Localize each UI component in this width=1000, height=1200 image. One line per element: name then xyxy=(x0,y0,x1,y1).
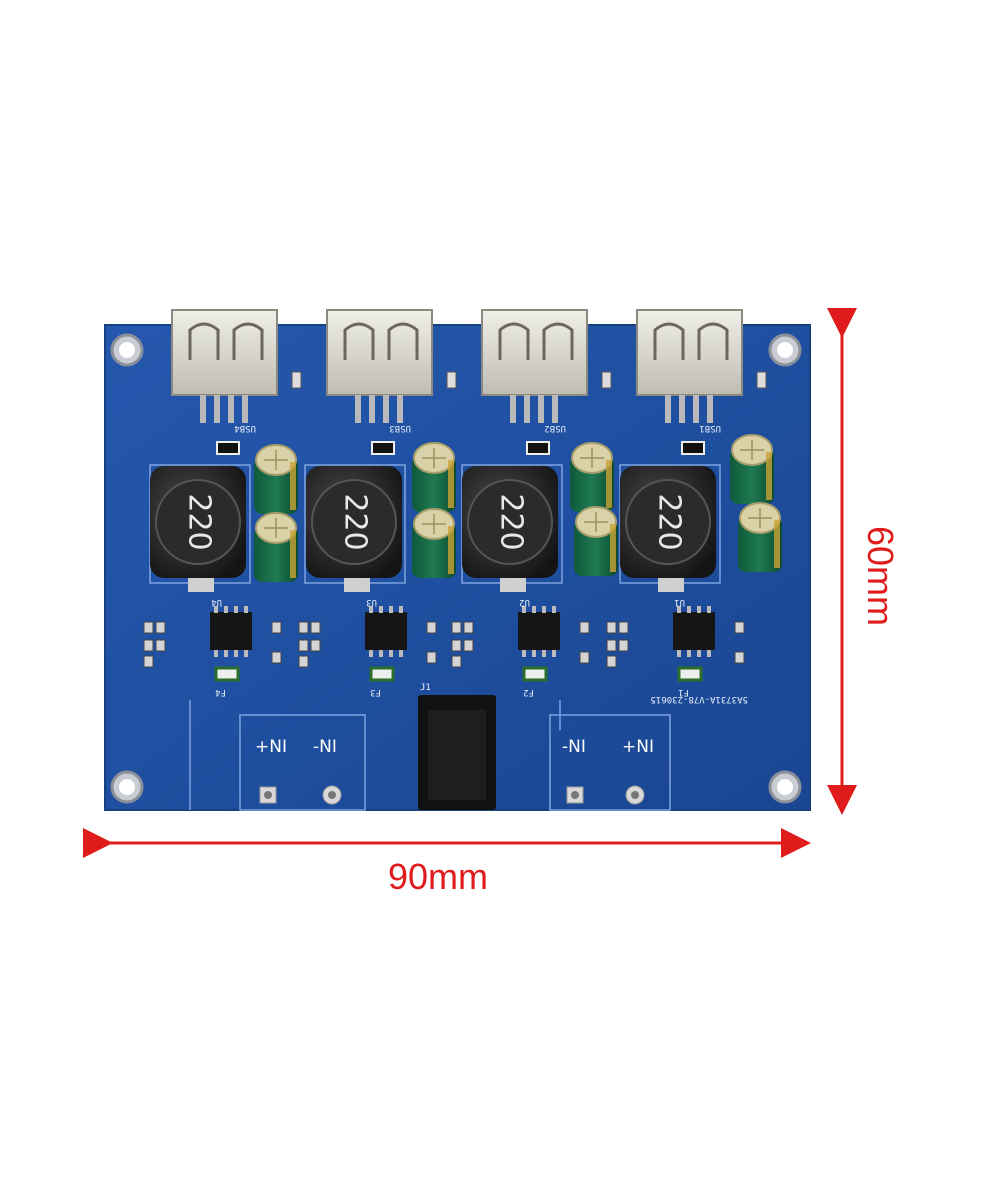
height-dimension-label: 60mm xyxy=(860,525,901,627)
inductor: 220 xyxy=(306,466,402,592)
terminal-label-1: +NI xyxy=(255,737,287,757)
terminal-label-2: -NI xyxy=(313,737,337,757)
usb-port: USB4 xyxy=(171,309,302,455)
capacitor xyxy=(412,442,456,512)
fuse-label: F2 xyxy=(523,687,534,697)
capacitor xyxy=(738,502,782,572)
usb-ports: USB4 USB3 USB2 USB1 xyxy=(171,309,767,455)
capacitor xyxy=(254,512,298,582)
inductor-marking: 220 xyxy=(182,493,217,550)
fuse-label: F4 xyxy=(215,687,226,697)
terminal-label-3: -NI xyxy=(562,737,586,757)
jack-label: J1 xyxy=(420,683,431,693)
input-terminals: +NI -NI -NI +NI xyxy=(255,737,654,805)
fuse-label: F3 xyxy=(370,687,381,697)
inductor: 220 xyxy=(150,466,246,592)
inductor-marking: 220 xyxy=(338,493,373,550)
usb-port: USB2 xyxy=(481,309,612,455)
usb-label: USB2 xyxy=(544,423,566,433)
inductor: 220 xyxy=(462,466,558,592)
usb-port: USB1 xyxy=(636,309,767,455)
usb-label: USB4 xyxy=(234,423,256,433)
capacitor xyxy=(254,444,298,514)
inductor-marking: 220 xyxy=(494,493,529,550)
usb-label: USB1 xyxy=(699,423,721,433)
ic-label: U3 xyxy=(366,597,377,607)
terminal-label-4: +NI xyxy=(622,737,654,757)
dc-jack: J1 xyxy=(418,683,496,810)
inductor: 220 xyxy=(620,466,716,592)
ic-label: U1 xyxy=(674,597,685,607)
mounting-holes xyxy=(110,333,802,804)
capacitor xyxy=(730,434,774,504)
width-dimension-label: 90mm xyxy=(388,856,489,897)
usb-port: USB3 xyxy=(326,309,457,455)
fuse-label: F1 xyxy=(678,687,689,697)
inductor-marking: 220 xyxy=(652,493,687,550)
electrolytic-capacitors xyxy=(254,434,782,582)
inductors: 220 220 220 220 xyxy=(150,466,716,592)
part-code: 5A3731A-V78-230615 xyxy=(650,694,748,704)
ic-label: U4 xyxy=(211,597,222,607)
ic-label: U2 xyxy=(519,597,530,607)
capacitor xyxy=(412,508,456,578)
usb-label: USB3 xyxy=(389,423,411,433)
capacitor xyxy=(570,442,614,512)
capacitor xyxy=(574,506,618,576)
